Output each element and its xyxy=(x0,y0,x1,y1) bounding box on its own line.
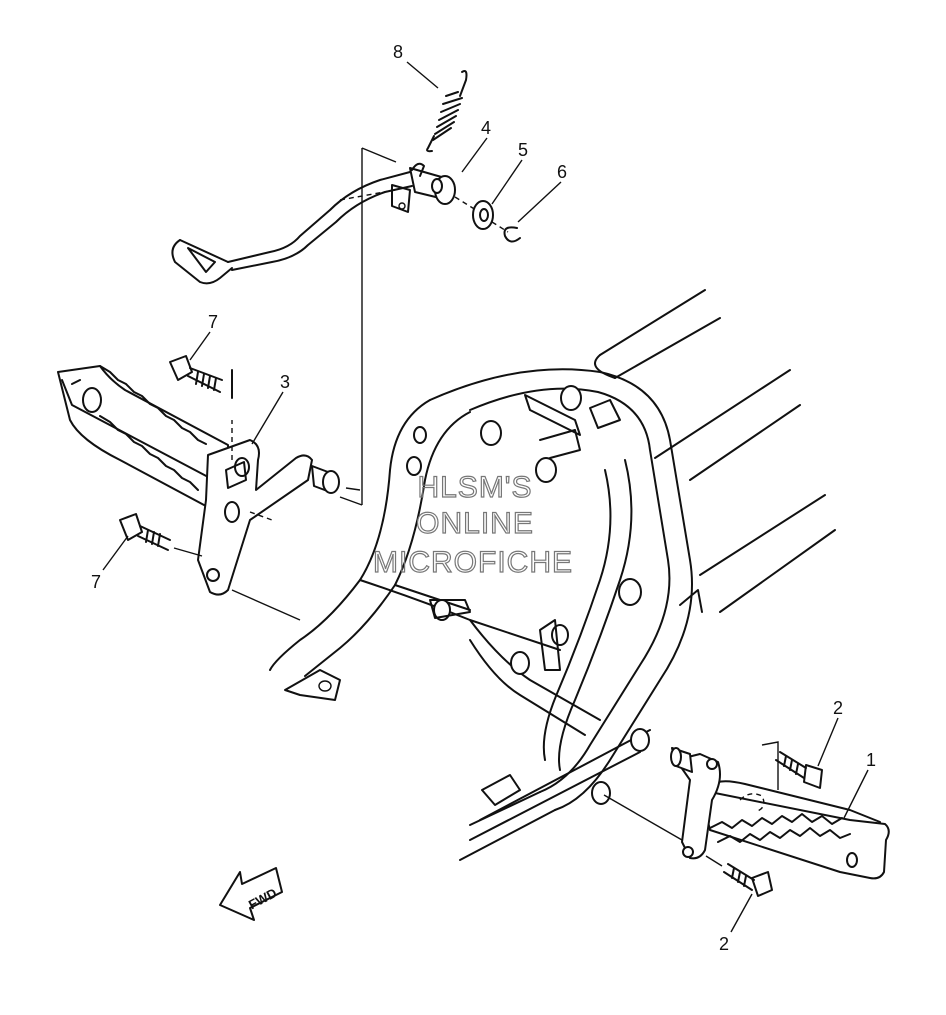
callout-3: 3 xyxy=(280,372,290,392)
left-footrest xyxy=(57,365,233,521)
frame xyxy=(269,289,836,861)
forward-arrow: FWD xyxy=(219,867,283,921)
return-spring xyxy=(426,70,468,153)
bolt-right-lower xyxy=(705,855,773,897)
leader-lines xyxy=(102,61,869,933)
bolt-upper xyxy=(169,355,223,393)
watermark: HLSM'S ONLINE MICROFICHE xyxy=(372,470,573,579)
brake-pedal xyxy=(171,162,456,285)
callout-6: 6 xyxy=(557,162,567,182)
callout-2-upper: 2 xyxy=(833,698,843,718)
right-footrest-bracket xyxy=(603,741,779,860)
callout-1: 1 xyxy=(866,750,876,770)
callout-4: 4 xyxy=(481,118,491,138)
watermark-line-1: HLSM'S xyxy=(417,471,532,504)
bolt-lower xyxy=(119,513,203,557)
callout-7-upper: 7 xyxy=(208,312,218,332)
callout-2-lower: 2 xyxy=(719,934,729,954)
callout-8: 8 xyxy=(393,42,403,62)
bolt-right-upper xyxy=(775,751,823,789)
washer xyxy=(472,200,494,230)
watermark-line-2: ONLINE xyxy=(416,507,534,540)
callout-5: 5 xyxy=(518,140,528,160)
callout-7-lower: 7 xyxy=(91,572,101,592)
footrest-bracket xyxy=(197,369,361,621)
watermark-line-3: MICROFICHE xyxy=(373,546,573,579)
circlip xyxy=(503,226,521,243)
